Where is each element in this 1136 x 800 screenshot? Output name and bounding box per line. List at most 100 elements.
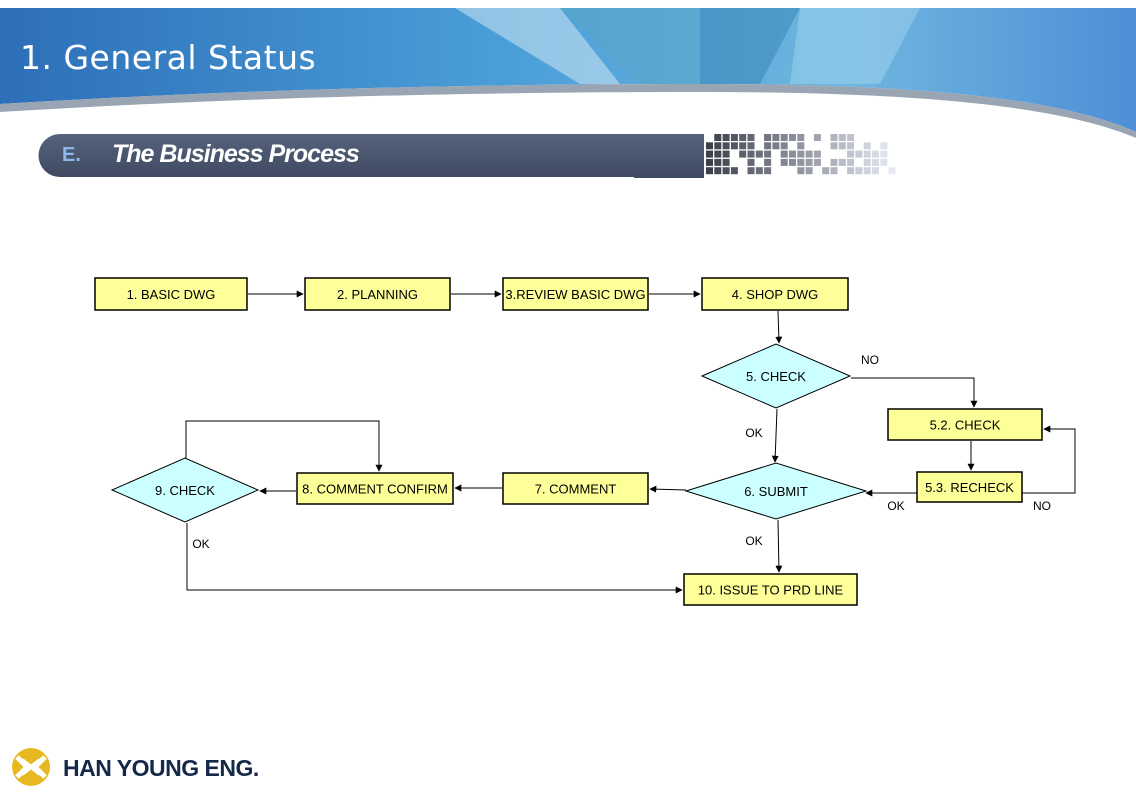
- mosaic-square: [739, 142, 747, 150]
- mosaic-square: [838, 142, 846, 150]
- flow-node-label: 5.3. RECHECK: [925, 480, 1014, 495]
- mosaic-square: [747, 158, 755, 166]
- mosaic-square: [739, 150, 747, 158]
- header-band: [0, 8, 1136, 138]
- mosaic-square: [764, 167, 772, 175]
- mosaic-square: [772, 142, 780, 150]
- mosaic-square: [789, 158, 796, 166]
- mosaic-square: [880, 158, 888, 166]
- mosaic-square: [805, 158, 813, 166]
- flow-node-n5: 5. CHECK: [700, 343, 852, 409]
- flow-edge: [1022, 425, 1076, 494]
- mosaic-square: [830, 167, 838, 175]
- flow-edge-label: NO: [1033, 499, 1051, 513]
- flow-edge: [649, 485, 687, 493]
- flow-node-n3: 3.REVIEW BASIC DWG: [502, 277, 649, 311]
- section-bar: [38, 134, 704, 178]
- mosaic-square: [863, 158, 871, 166]
- mosaic-square: [714, 167, 722, 175]
- flow-edge: [775, 519, 783, 573]
- mosaic-square: [714, 142, 722, 150]
- mosaic-square: [822, 167, 830, 175]
- mosaic-square: [722, 167, 730, 175]
- mosaic-square: [722, 134, 730, 141]
- flow-node-n8: 8. COMMENT CONFIRM: [296, 472, 454, 505]
- mosaic-square: [813, 134, 821, 141]
- mosaic-square: [847, 134, 855, 141]
- mosaic-square: [730, 134, 738, 141]
- mosaic-square: [706, 142, 713, 150]
- mosaic-square: [797, 167, 805, 175]
- process-box: [701, 277, 849, 311]
- flow-node-n53: 5.3. RECHECK: [916, 471, 1023, 503]
- section-bar-mosaic: [706, 134, 896, 175]
- mosaic-square: [830, 134, 838, 141]
- mosaic-square: [780, 142, 788, 150]
- page-title: 1. General Status: [20, 38, 317, 77]
- mosaic-square: [813, 158, 821, 166]
- flow-edge: [185, 420, 383, 472]
- process-box: [502, 472, 649, 505]
- flow-node-label: 9. CHECK: [155, 483, 215, 498]
- mosaic-square: [847, 150, 855, 158]
- flow-edge: [186, 523, 683, 594]
- mosaic-square: [730, 167, 738, 175]
- flow-node-label: 5. CHECK: [746, 369, 806, 384]
- mosaic-square: [872, 158, 879, 166]
- mosaic-square: [739, 134, 747, 141]
- flow-node-label: 2. PLANNING: [337, 287, 418, 302]
- mosaic-square: [880, 142, 888, 150]
- flow-node-n2: 2. PLANNING: [304, 277, 451, 311]
- mosaic-square: [714, 158, 722, 166]
- mosaic-square: [755, 167, 763, 175]
- mosaic-square: [872, 167, 879, 175]
- mosaic-square: [747, 167, 755, 175]
- mosaic-square: [714, 150, 722, 158]
- section-letter: E.: [62, 144, 81, 166]
- mosaic-square: [764, 142, 772, 150]
- company-name: HAN YOUNG ENG.: [63, 755, 259, 781]
- mosaic-square: [863, 167, 871, 175]
- flow-node-label: 10. ISSUE TO PRD LINE: [698, 583, 844, 598]
- mosaic-square: [730, 142, 738, 150]
- mosaic-square: [838, 134, 846, 141]
- flow-node-n6: 6. SUBMIT: [684, 462, 868, 520]
- mosaic-square: [747, 150, 755, 158]
- flow-edge-label: OK: [745, 534, 762, 548]
- mosaic-square: [780, 150, 788, 158]
- mosaic-square: [780, 158, 788, 166]
- process-box: [887, 408, 1043, 441]
- flow-node-n1: 1. BASIC DWG: [94, 277, 248, 311]
- flow-node-label: 3.REVIEW BASIC DWG: [505, 287, 645, 302]
- mosaic-square: [714, 134, 722, 141]
- flow-nodes: 1. BASIC DWG 2. PLANNING 3.REVIEW BASIC DW…: [94, 277, 1043, 606]
- flow-node-label: 5.2. CHECK: [930, 418, 1001, 433]
- flow-node-n52: 5.2. CHECK: [887, 408, 1043, 441]
- process-box: [683, 573, 858, 606]
- flow-node-n4: 4. SHOP DWG: [701, 277, 849, 311]
- process-box: [502, 277, 649, 311]
- flow-edges: [185, 290, 1076, 594]
- mosaic-square: [830, 158, 838, 166]
- flow-edge: [851, 377, 978, 408]
- section-title: The Business Process: [112, 140, 360, 168]
- mosaic-square: [789, 150, 796, 158]
- flow-node-n9: 9. CHECK: [110, 457, 260, 523]
- flow-node-label: 4. SHOP DWG: [732, 287, 818, 302]
- mosaic-square: [772, 134, 780, 141]
- process-box: [304, 277, 451, 311]
- mosaic-square: [797, 142, 805, 150]
- process-box: [296, 472, 454, 505]
- mosaic-square: [780, 134, 788, 141]
- process-box: [916, 471, 1023, 503]
- flow-edge: [775, 310, 783, 344]
- mosaic-square: [847, 158, 855, 166]
- mosaic-square: [805, 150, 813, 158]
- mosaic-square: [747, 134, 755, 141]
- decision-diamond: [110, 457, 260, 523]
- flow-node-label: 6. SUBMIT: [744, 484, 808, 499]
- mosaic-square: [722, 150, 730, 158]
- decision-diamond: [684, 462, 868, 520]
- mosaic-square: [813, 150, 821, 158]
